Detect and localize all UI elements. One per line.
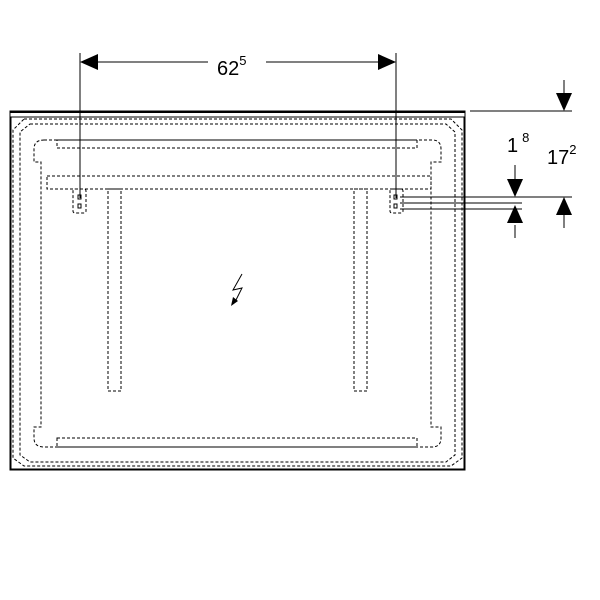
width-dimension: 625 (79, 53, 397, 198)
top-offset-main: 17 (547, 147, 569, 169)
top-offset-label: 172 (547, 142, 576, 169)
top-offset-sup: 2 (569, 142, 576, 157)
bottom-strip (56, 437, 418, 448)
mounting-rail (46, 175, 432, 190)
electric-bolt-icon (231, 273, 243, 306)
width-dimension-label: 625 (217, 53, 246, 80)
left-support (107, 188, 122, 392)
right-support (353, 188, 368, 392)
inner-panel (33, 139, 442, 448)
small-offset-main: 1 (507, 135, 518, 157)
inner-frame-outer (12, 118, 463, 467)
inner-frame-inner (19, 123, 456, 463)
width-dimension-sup: 5 (239, 53, 246, 68)
top-strip (56, 139, 418, 149)
width-dimension-main: 62 (217, 58, 239, 80)
cabinet-outline (9, 110, 466, 471)
small-offset-sup: 8 (522, 130, 529, 145)
